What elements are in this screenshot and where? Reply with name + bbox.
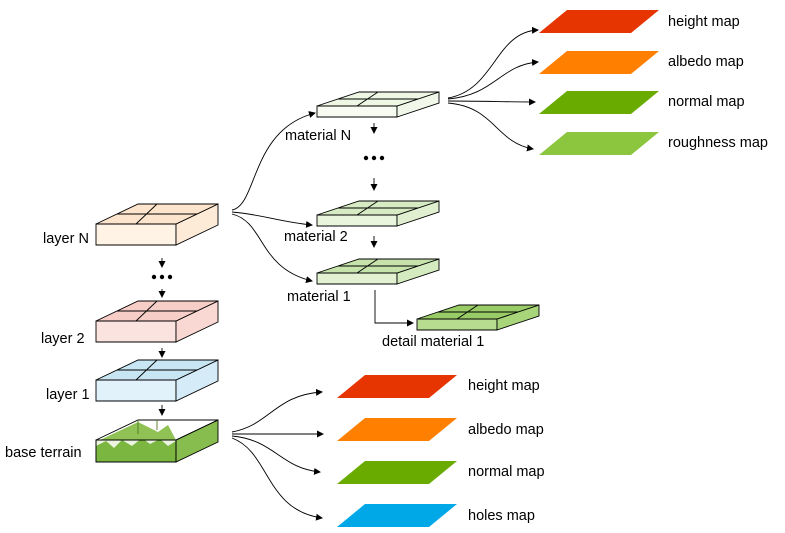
terrain-height-map-swatch bbox=[337, 375, 457, 398]
edge-layer-n-to-material-2 bbox=[231, 211, 313, 228]
terrain-holes-map-swatch bbox=[337, 504, 457, 527]
material-map-label: albedo map bbox=[668, 54, 744, 70]
terrain-map-label: albedo map bbox=[468, 422, 544, 438]
terrain-normal-map-swatch bbox=[337, 461, 457, 484]
material-1-slab bbox=[316, 258, 440, 285]
material-2-label: material 2 bbox=[284, 229, 348, 245]
terrain-green-fill bbox=[96, 438, 176, 462]
material-normal-map-swatch bbox=[539, 91, 659, 114]
edge-terrain-to-normal bbox=[231, 435, 321, 475]
layer-n-label: layer N bbox=[43, 231, 89, 247]
base-terrain-slab bbox=[95, 419, 219, 463]
edge-material-n-to-albedo bbox=[447, 58, 539, 100]
material-n-label: material N bbox=[285, 128, 351, 144]
detail-material-1-label: detail material 1 bbox=[382, 334, 484, 350]
edge-material-n-to-height bbox=[447, 26, 539, 99]
edge-material-1-to-detail bbox=[374, 290, 414, 327]
layer-n-side bbox=[95, 223, 177, 246]
material-1-label: material 1 bbox=[287, 289, 351, 305]
edge-material-n-to-roughness bbox=[447, 102, 534, 152]
detail-material-1-slab bbox=[416, 304, 540, 331]
layer-dots bbox=[151, 274, 173, 280]
material-n-slab bbox=[316, 91, 440, 118]
edges bbox=[158, 26, 539, 521]
material-map-label: height map bbox=[668, 14, 740, 30]
material-map-label: normal map bbox=[668, 94, 745, 110]
material-map-label: roughness map bbox=[668, 135, 768, 151]
terrain-albedo-map-swatch bbox=[337, 418, 457, 441]
layer-1-slab bbox=[95, 359, 219, 402]
layer-n-slab bbox=[95, 203, 219, 246]
material-2-slab bbox=[316, 200, 440, 227]
material-maps: height map albedo map normal map roughne… bbox=[539, 10, 768, 155]
layer-2-label: layer 2 bbox=[41, 331, 85, 347]
layer-1-label: layer 1 bbox=[46, 387, 90, 403]
material-dots bbox=[363, 155, 385, 161]
edge-layer-n-to-material-1 bbox=[231, 213, 313, 283]
material-height-map-swatch bbox=[539, 10, 659, 33]
terrain-map-label: holes map bbox=[468, 508, 535, 524]
edge-terrain-to-height bbox=[231, 388, 323, 433]
base-terrain-label: base terrain bbox=[5, 445, 82, 461]
material-roughness-map-swatch bbox=[539, 132, 659, 155]
terrain-maps: height map albedo map normal map holes m… bbox=[337, 375, 545, 527]
terrain-map-label: height map bbox=[468, 378, 540, 394]
edge-layer-n-to-material-n bbox=[231, 111, 316, 211]
edge-material-n-to-normal bbox=[447, 98, 536, 106]
terrain-map-label: normal map bbox=[468, 464, 545, 480]
edge-terrain-to-holes bbox=[231, 437, 323, 521]
material-albedo-map-swatch bbox=[539, 51, 659, 74]
layer-2-slab bbox=[95, 300, 219, 343]
